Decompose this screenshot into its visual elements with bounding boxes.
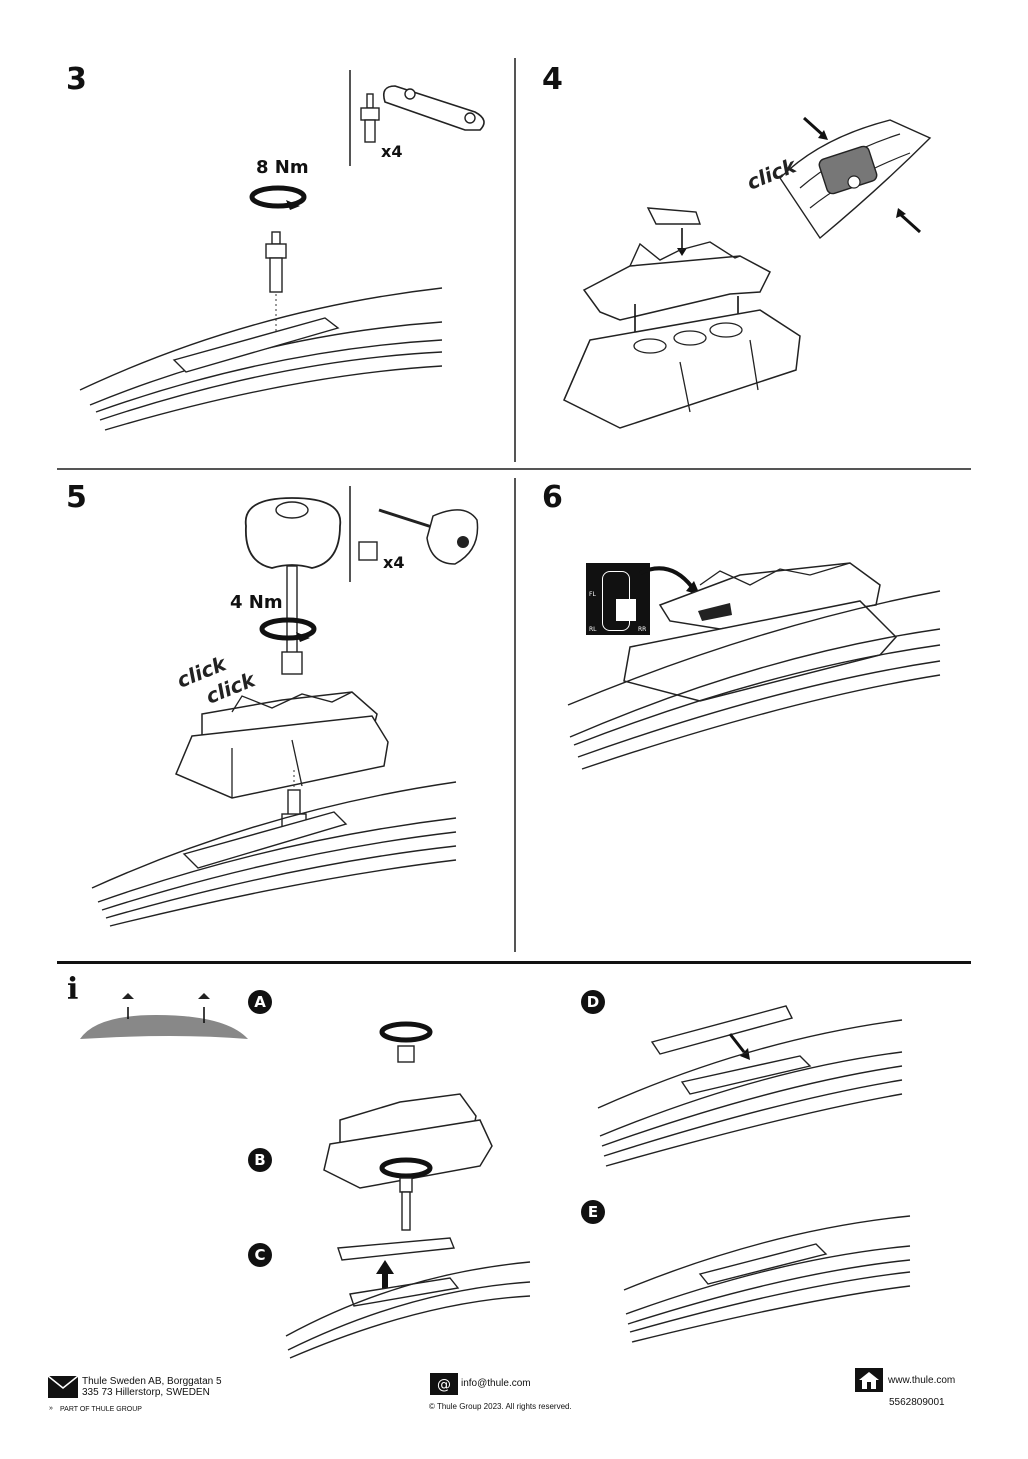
footer-email[interactable]: info@thule.com (461, 1378, 531, 1389)
step-5-tool-parts (358, 508, 479, 565)
step-5-foot-assembly (175, 691, 389, 799)
step-6-number: 6 (542, 480, 563, 515)
rotation-arrow-icon (259, 617, 317, 642)
info-label-b: B (248, 1148, 272, 1172)
info-label-e: E (581, 1200, 605, 1224)
step-5-parts-divider (349, 486, 351, 582)
footer-website[interactable]: www.thule.com (888, 1375, 956, 1386)
info-removal-sequence (285, 1021, 531, 1359)
position-fl-label: FL (589, 591, 596, 598)
info-icon: i (67, 972, 79, 1007)
divider-info-section (57, 961, 971, 964)
position-highlight (616, 599, 636, 621)
step-6-foot-assembly (567, 562, 941, 770)
footer-address-line2: 335 73 Hillerstorp, SWEDEN (82, 1387, 210, 1398)
footer-copyright: © Thule Group 2023. All rights reserved. (429, 1402, 572, 1411)
footer-address-line1: Thule Sweden AB, Borggatan 5 (82, 1376, 222, 1387)
divider-vertical-mid (514, 478, 516, 952)
step-6-position-diagram: FL RL RR (586, 563, 650, 635)
svg-text:@: @ (437, 1377, 451, 1393)
position-rl-label: RL (589, 626, 597, 633)
step-5-torque: 4 Nm (230, 592, 283, 613)
divider-horizontal-mid (57, 468, 971, 470)
step-4-clamp-detail (779, 116, 932, 240)
step-3-roof-rail (79, 287, 443, 431)
info-cover-d-illustration (597, 1005, 903, 1167)
home-icon (855, 1368, 883, 1392)
at-icon: @ (430, 1373, 458, 1395)
info-cover-e-illustration (623, 1215, 911, 1343)
rotation-arrow-icon (249, 185, 307, 210)
step-4-foot-assembly (563, 207, 801, 429)
step-3-quantity: x4 (381, 142, 403, 161)
chevron-icon: » (49, 1405, 53, 1412)
mail-icon (47, 1375, 79, 1398)
step-3-parts-illustration (360, 85, 485, 143)
step-5-quantity: x4 (383, 553, 405, 572)
info-roof-illustration (80, 993, 248, 1039)
step-5-roof-rail (91, 770, 457, 927)
step-3-torque: 8 Nm (256, 157, 309, 178)
step-5-torque-handle (244, 497, 342, 675)
footer-group: PART OF THULE GROUP (60, 1406, 142, 1413)
step-4-number: 4 (542, 62, 563, 97)
info-label-d: D (581, 990, 605, 1014)
footer-doc-number: 5562809001 (889, 1397, 945, 1408)
step-3-number: 3 (66, 62, 87, 97)
info-label-c: C (248, 1243, 272, 1267)
step-3-parts-divider (349, 70, 351, 166)
position-rr-label: RR (638, 626, 647, 633)
info-label-a: A (248, 990, 272, 1014)
step-5-number: 5 (66, 480, 87, 515)
divider-vertical-top (514, 58, 516, 462)
